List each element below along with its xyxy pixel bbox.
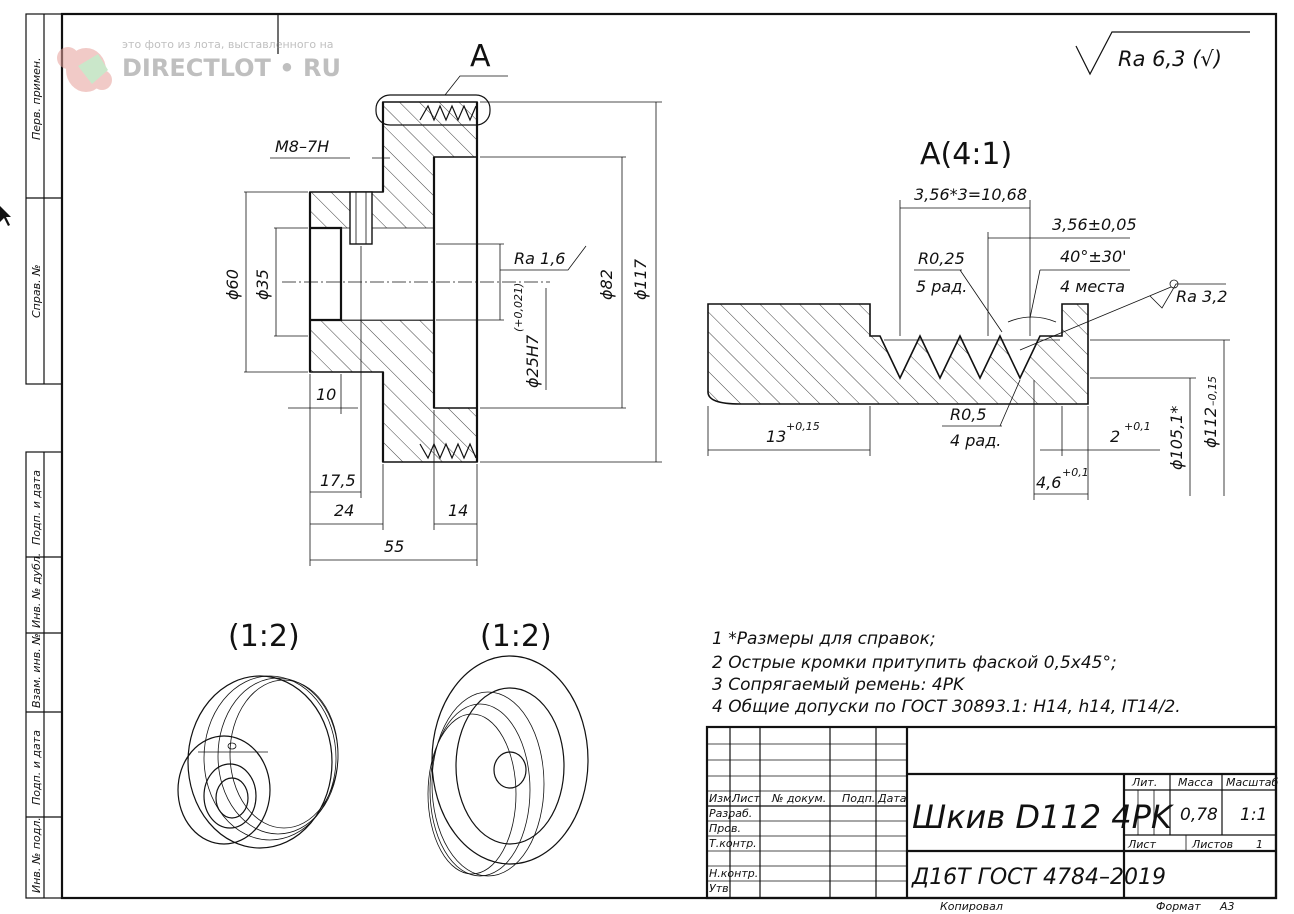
dim-13: 13 <box>766 427 786 446</box>
tb-col-doc: № докум. <box>771 792 826 805</box>
tb-mass-label: Масса <box>1178 776 1213 789</box>
side-stamp-7: Инв. № подл. <box>30 817 43 893</box>
tb-mass-value: 0,78 <box>1180 805 1218 825</box>
title-block: Изм. Лист № докум. Подп. Дата Разраб. Пр… <box>705 725 1278 913</box>
iso-view-left <box>177 675 339 849</box>
note-4: 4 Общие допуски по ГОСТ 30893.1: H14, h1… <box>712 697 1181 717</box>
roughness-detail: Ra 3,2 <box>1176 287 1227 306</box>
dim-pitch-total: 3,56*3=10,68 <box>914 185 1027 204</box>
iso-scale-left: (1:2) <box>228 619 300 654</box>
dim-d112: ϕ112 <box>1201 407 1220 448</box>
tb-sheet-label: Лист <box>1127 838 1156 851</box>
dim-d112-tol: –0,15 <box>1206 376 1219 406</box>
detail-title: A(4:1) <box>920 137 1012 172</box>
material: Д16Т ГОСТ 4784–2019 <box>911 865 1166 890</box>
side-stamp-3: Подп. и дата <box>30 470 43 545</box>
tb-scale-value: 1:1 <box>1240 805 1267 825</box>
tb-col-sign: Подп. <box>842 792 875 805</box>
tb-sheets-label: Листов <box>1191 838 1233 851</box>
dim-pitch: 3,56±0,05 <box>1052 215 1137 234</box>
dim-4-6-tol: +0,1 <box>1062 466 1089 479</box>
detail-profile <box>707 303 1089 405</box>
note-1: 1 *Размеры для справок; <box>712 629 936 649</box>
tb-scale-label: Масштаб <box>1226 776 1278 789</box>
watermark-caption: это фото из лота, выставленного на <box>122 38 334 51</box>
side-stamp-4: Инв. № дубл. <box>30 553 43 628</box>
iso-view-right <box>427 655 589 877</box>
side-stamps: Перв. примен. Справ. № Подп. и дата Инв.… <box>30 57 43 893</box>
dim-24: 24 <box>334 501 354 520</box>
watermark-brand: DIRECTLOT • RU <box>122 54 341 82</box>
dim-2: 2 <box>1110 427 1120 446</box>
tb-format-value: A3 <box>1219 900 1235 913</box>
tb-copied: Копировал <box>940 900 1003 913</box>
dim-14: 14 <box>448 501 468 520</box>
watermark: это фото из лота, выставленного на DIREC… <box>57 38 341 92</box>
tb-format-label: Формат <box>1156 900 1201 913</box>
tb-col-list: Лист <box>731 792 760 805</box>
main-section-view: A M8–7H ϕ60 ϕ35 ϕ82 ϕ117 ϕ25H7 (+0,021) <box>223 39 662 566</box>
tb-col-izm: Изм. <box>709 792 735 805</box>
tb-row-approved: Утв. <box>709 882 732 895</box>
part-name: Шкив D112 4PK <box>912 798 1175 836</box>
tb-row-developer: Разраб. <box>709 807 752 820</box>
dim-d82: ϕ82 <box>597 269 616 300</box>
side-stamp-5: Взам. инв. № <box>30 633 43 708</box>
dim-13-tol: +0,15 <box>786 420 820 433</box>
note-2: 2 Острые кромки притупить фаской 0,5х45°… <box>712 653 1117 673</box>
technical-notes: 1 *Размеры для справок; 2 Острые кромки … <box>712 629 1181 717</box>
detail-view: A(4:1) 3,56*3=10,68 3,56±0,05 R0,25 5 ра… <box>707 137 1230 500</box>
dim-d105-1: ϕ105,1* <box>1167 406 1186 470</box>
dim-10: 10 <box>316 385 336 404</box>
dim-d60: ϕ60 <box>223 269 242 300</box>
mouse-cursor-icon <box>0 206 11 226</box>
tb-sheets-value: 1 <box>1256 838 1263 851</box>
side-stamp-6: Подп. и дата <box>30 730 43 805</box>
dim-4-6: 4,6 <box>1036 473 1061 492</box>
general-roughness: Ra 6,3 (√) <box>1075 31 1250 76</box>
dim-angle-count: 4 места <box>1060 277 1125 296</box>
dim-2-tol: +0,1 <box>1124 420 1151 433</box>
iso-scale-right: (1:2) <box>480 619 552 654</box>
dim-r025-count: 5 рад. <box>916 277 967 296</box>
dim-55: 55 <box>384 537 404 556</box>
dim-angle: 40°±30' <box>1060 247 1127 266</box>
dim-bore: ϕ25H7 <box>523 334 542 388</box>
dim-bore-tolerance: (+0,021) <box>512 283 525 332</box>
tb-lit: Лит. <box>1131 776 1157 789</box>
tb-row-ncontrol: Н.контр. <box>709 867 758 880</box>
tb-row-tcontrol: Т.контр. <box>709 837 757 850</box>
dim-17-5: 17,5 <box>320 471 356 490</box>
dim-r025: R0,25 <box>918 249 965 268</box>
side-stamp-1: Перв. примен. <box>30 57 43 140</box>
dim-d35: ϕ35 <box>253 269 272 300</box>
dim-r05-count: 4 рад. <box>950 431 1001 450</box>
tb-row-checker: Пров. <box>709 822 741 835</box>
side-stamp-2: Справ. № <box>30 264 43 318</box>
isometric-views: (1:2) (1:2) <box>177 619 589 877</box>
dim-d117: ϕ117 <box>631 258 650 300</box>
drawing-frame <box>25 12 1278 900</box>
dim-r05: R0,5 <box>950 405 987 424</box>
roughness-main: Ra 1,6 <box>514 249 565 268</box>
squirrel-logo-icon <box>57 47 112 92</box>
tb-col-date: Дата <box>877 792 907 805</box>
note-3: 3 Сопрягаемый ремень: 4PK <box>712 675 966 695</box>
section-callout-label: A <box>470 39 491 74</box>
thread-dimension: M8–7H <box>275 137 329 156</box>
general-roughness-text: Ra 6,3 (√) <box>1118 47 1222 71</box>
